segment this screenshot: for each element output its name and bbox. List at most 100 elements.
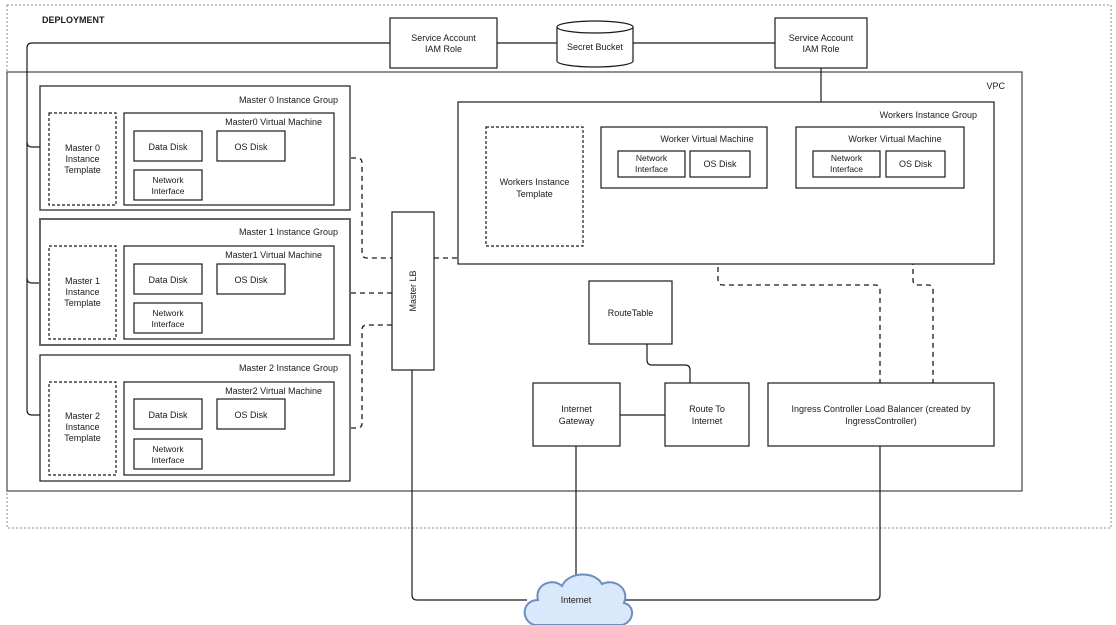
sa-left-line2: IAM Role: [425, 44, 462, 54]
workers-group-label: Workers Instance Group: [880, 110, 977, 120]
sa-right-line1: Service Account: [789, 33, 854, 43]
ingress-to-internet: [625, 446, 881, 601]
master0-data-disk[interactable]: Data Disk: [133, 130, 203, 162]
workers-template[interactable]: Workers Instance Template: [485, 126, 584, 247]
worker-vm-1[interactable]: Worker Virtual Machine Network Interface…: [600, 126, 768, 189]
workers-instance-group[interactable]: Workers Instance Group Workers Instance …: [457, 101, 995, 265]
sa-left-branch-master0: [26, 141, 48, 148]
worker-vm-2-os-disk[interactable]: OS Disk: [885, 150, 946, 178]
master1-template-line3: Template: [64, 298, 101, 308]
master2-vm[interactable]: Master2 Virtual Machine Data Disk OS Dis…: [123, 381, 335, 476]
worker-vm-1-os-disk[interactable]: OS Disk: [689, 150, 751, 178]
master1-os-disk-label: OS Disk: [234, 275, 268, 285]
master0-instance-group[interactable]: Master 0 Instance Group Master 0 Instanc…: [39, 85, 351, 211]
secret-bucket-label: Secret Bucket: [567, 42, 624, 52]
worker-vm-2[interactable]: Worker Virtual Machine Network Interface…: [795, 126, 965, 189]
master2-template-line1: Master 2: [65, 411, 100, 421]
master1-os-disk[interactable]: OS Disk: [216, 263, 286, 295]
master-lb-to-internet: [411, 370, 527, 601]
master1-data-disk[interactable]: Data Disk: [133, 263, 203, 295]
connectors: [26, 42, 881, 601]
ingress-controller-load-balancer[interactable]: Ingress Controller Load Balancer (create…: [767, 382, 995, 447]
ingress-lb-line1: Ingress Controller Load Balancer (create…: [791, 404, 971, 414]
worker-vm-1-network-interface[interactable]: Network Interface: [617, 150, 686, 178]
internet-cloud-icon[interactable]: Internet: [523, 573, 633, 625]
sa-right-line2: IAM Role: [802, 44, 839, 54]
route-table-label: RouteTable: [608, 308, 654, 318]
internet-label: Internet: [561, 595, 592, 605]
route-to-internet[interactable]: Route To Internet: [664, 382, 750, 447]
service-account-left[interactable]: Service Account IAM Role: [389, 17, 498, 69]
master0-group-label: Master 0 Instance Group: [239, 95, 338, 105]
worker-vm-1-nic-line2: Interface: [635, 164, 668, 174]
master0-nic-line2: Interface: [151, 186, 184, 196]
master1-template-line1: Master 1: [65, 276, 100, 286]
worker-vm-2-os-disk-label: OS Disk: [899, 159, 933, 169]
master2-vm-label: Master2 Virtual Machine: [225, 386, 322, 396]
master-lb[interactable]: Master LB: [391, 211, 435, 371]
master1-network-interface[interactable]: Network Interface: [133, 302, 203, 334]
internet-gateway[interactable]: Internet Gateway: [532, 382, 621, 447]
route-to-internet-line2: Internet: [692, 416, 723, 426]
workers-template-line1: Workers Instance: [500, 177, 570, 187]
vpc-boundary: [6, 71, 1023, 492]
master2-os-disk-label: OS Disk: [234, 410, 268, 420]
master2-data-disk-label: Data Disk: [148, 410, 188, 420]
master1-template[interactable]: Master 1 Instance Template: [48, 245, 117, 340]
routetable-to-route: [646, 344, 691, 383]
master2-template-line3: Template: [64, 433, 101, 443]
worker-vm-2-label: Worker Virtual Machine: [848, 134, 941, 144]
master1-template-line2: Instance: [65, 287, 99, 297]
master2-nic-line2: Interface: [151, 455, 184, 465]
master2-data-disk[interactable]: Data Disk: [133, 398, 203, 430]
route-to-internet-line1: Route To: [689, 404, 725, 414]
workers-template-line2: Template: [516, 189, 553, 199]
master1-vm-label: Master1 Virtual Machine: [225, 250, 322, 260]
sa-left-line1: Service Account: [411, 33, 476, 43]
secret-bucket[interactable]: Secret Bucket: [556, 20, 634, 68]
worker-vm-2-nic-line1: Network: [831, 153, 863, 163]
master0-os-disk-label: OS Disk: [234, 142, 268, 152]
master0-vm[interactable]: Master0 Virtual Machine Data Disk OS Dis…: [123, 112, 335, 206]
master0-to-lb: [333, 157, 392, 259]
sa-left-to-master-templates: [26, 42, 390, 416]
master0-template-line3: Template: [64, 165, 101, 175]
worker-vm-2-network-interface[interactable]: Network Interface: [812, 150, 881, 178]
master1-vm[interactable]: Master1 Virtual Machine Data Disk OS Dis…: [123, 245, 335, 340]
internet-gateway-line2: Gateway: [559, 416, 595, 426]
master1-nic-line2: Interface: [151, 319, 184, 329]
master2-instance-group[interactable]: Master 2 Instance Group Master 2 Instanc…: [39, 354, 351, 482]
worker-vm-1-label: Worker Virtual Machine: [660, 134, 753, 144]
master1-group-label: Master 1 Instance Group: [239, 227, 338, 237]
master0-nic-line1: Network: [152, 175, 184, 185]
ingress-lb-line2: IngressController): [845, 416, 917, 426]
service-account-right[interactable]: Service Account IAM Role: [774, 17, 868, 69]
master2-network-interface[interactable]: Network Interface: [133, 438, 203, 470]
internet-gateway-line1: Internet: [561, 404, 592, 414]
master2-template[interactable]: Master 2 Instance Template: [48, 381, 117, 476]
master-lb-label: Master LB: [408, 270, 418, 311]
master2-os-disk[interactable]: OS Disk: [216, 398, 286, 430]
master0-network-interface[interactable]: Network Interface: [133, 169, 203, 201]
master0-template[interactable]: Master 0 Instance Template: [48, 112, 117, 206]
master1-nic-line1: Network: [152, 308, 184, 318]
master1-instance-group[interactable]: Master 1 Instance Group Master 1 Instanc…: [39, 218, 351, 346]
master2-nic-line1: Network: [152, 444, 184, 454]
master0-data-disk-label: Data Disk: [148, 142, 188, 152]
route-table[interactable]: RouteTable: [588, 280, 673, 345]
worker2-to-ingress: [912, 188, 934, 383]
worker-vm-1-nic-line1: Network: [636, 153, 668, 163]
sa-left-branch-master1: [26, 277, 48, 284]
master0-os-disk[interactable]: OS Disk: [216, 130, 286, 162]
deployment-label: DEPLOYMENT: [42, 15, 105, 25]
master2-group-label: Master 2 Instance Group: [239, 363, 338, 373]
worker-vm-1-os-disk-label: OS Disk: [703, 159, 737, 169]
master1-data-disk-label: Data Disk: [148, 275, 188, 285]
master2-template-line2: Instance: [65, 422, 99, 432]
master0-template-line2: Instance: [65, 154, 99, 164]
vpc-label: VPC: [986, 81, 1005, 91]
master0-vm-label: Master0 Virtual Machine: [225, 117, 322, 127]
master0-template-line1: Master 0: [65, 143, 100, 153]
worker-vm-2-nic-line2: Interface: [830, 164, 863, 174]
